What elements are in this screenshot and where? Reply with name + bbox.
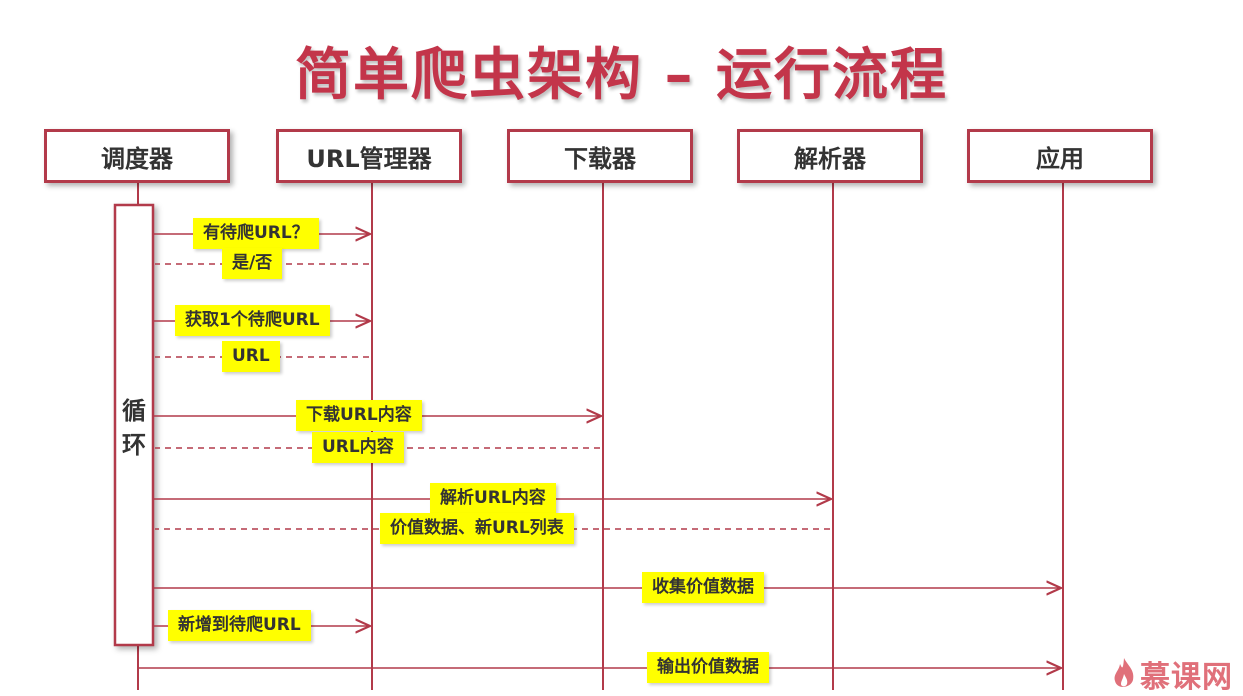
message-label-6: URL内容 [312, 432, 404, 463]
participant-box-1: 调度器 [44, 129, 230, 183]
loop-label-char: 环 [122, 431, 146, 459]
message-label-2: 是/否 [222, 248, 283, 279]
message-label-7: 解析URL内容 [430, 483, 556, 514]
logo-text: 慕课网 [1140, 660, 1233, 695]
loop-activation-bar [113, 203, 155, 647]
flame-icon [1114, 658, 1134, 687]
message-label-5: 下载URL内容 [296, 400, 422, 431]
participant-box-5: 应用 [967, 129, 1153, 183]
message-label-3: 获取1个待爬URL [175, 305, 330, 336]
participant-box-4: 解析器 [737, 129, 923, 183]
message-label-1: 有待爬URL？ [193, 218, 319, 249]
message-label-11: 输出价值数据 [647, 652, 769, 683]
message-label-10: 新增到待爬URL [168, 610, 311, 641]
loop-label-char: 循 [122, 397, 146, 425]
message-label-8: 价值数据、新URL列表 [380, 513, 574, 544]
loop-label: 循环 [119, 394, 149, 462]
logo: 慕课网 [1112, 654, 1233, 695]
message-label-4: URL [222, 341, 280, 372]
participant-box-2: URL管理器 [276, 129, 462, 183]
page-title: 简单爬虫架构 – 运行流程 [295, 43, 948, 108]
message-label-9: 收集价值数据 [642, 572, 764, 603]
participant-box-3: 下载器 [507, 129, 693, 183]
